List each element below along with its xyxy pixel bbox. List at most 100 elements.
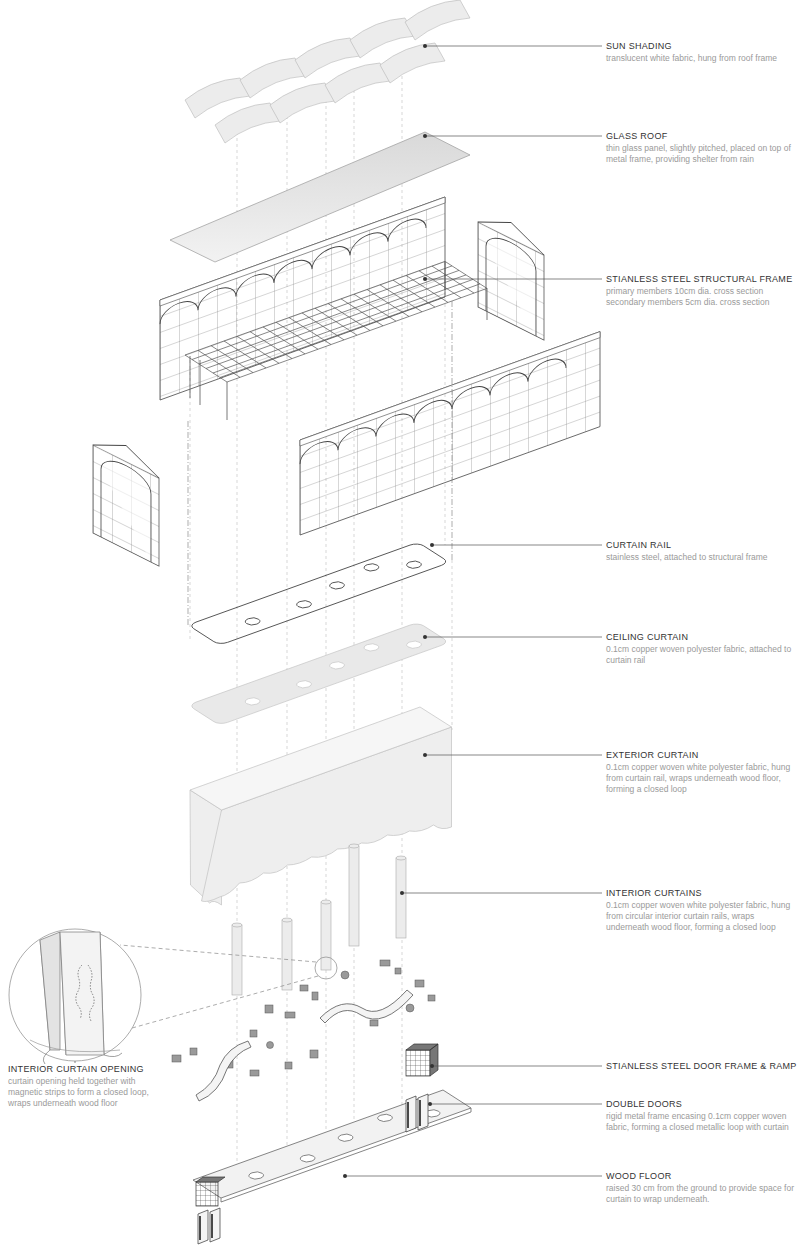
detail-callout [9, 929, 337, 1061]
end-wall [93, 429, 159, 566]
door-frame [196, 1177, 225, 1182]
part-note: raised 30 cm from the ground to provide … [606, 1183, 796, 1205]
leader-line [345, 46, 602, 1176]
furniture [265, 1005, 273, 1013]
interior-curtain [396, 856, 406, 860]
curtain-rail [242, 617, 262, 627]
interior-curtain [349, 846, 359, 946]
furniture [285, 1012, 295, 1018]
leader-dot [423, 635, 427, 639]
leader-dot [423, 44, 427, 48]
wall-grid [160, 197, 445, 306]
curtain-detail [30, 1040, 120, 1052]
wall-grid [300, 332, 600, 535]
end-wall [478, 206, 544, 340]
part-note: 0.1cm copper woven white polyester fabri… [606, 900, 796, 933]
end-wall [93, 429, 159, 566]
wall-grid [160, 214, 426, 324]
door-frame [406, 1044, 438, 1076]
part-name: STIANLESS STEEL DOOR FRAME & RAMP [606, 1061, 796, 1072]
part-name: EXTERIOR CURTAIN [606, 750, 796, 761]
sun-shading [215, 103, 280, 143]
detail-callout [9, 929, 141, 1061]
part-note: rigid metal frame encasing 0.1cm copper … [606, 1111, 796, 1133]
furniture [370, 1020, 378, 1026]
sun-shading [270, 83, 335, 123]
wood-floor [246, 1171, 266, 1181]
interior-curtain [321, 900, 331, 904]
detail-callout [315, 957, 337, 979]
sun-shading [380, 43, 445, 83]
part-note: 0.1cm copper woven white polyester fabri… [606, 762, 796, 795]
detail-callout [120, 945, 318, 1030]
furniture [250, 1070, 259, 1076]
furniture [406, 1004, 414, 1012]
furniture [285, 1062, 292, 1069]
bench [320, 990, 413, 1023]
curtain-detail [76, 965, 94, 1021]
curtain-detail [30, 932, 122, 1064]
door-frame [406, 1050, 430, 1076]
exterior-curtain [190, 707, 452, 810]
part-note: translucent white fabric, hung from roof… [606, 53, 796, 64]
double-doors [406, 1094, 428, 1132]
wall-grid [160, 197, 445, 400]
wood-floor [335, 1133, 355, 1143]
frame-post [190, 262, 487, 420]
wood-floor [297, 1154, 317, 1164]
curtain-rail [404, 560, 424, 570]
sun-shading [325, 63, 390, 103]
furniture [190, 1048, 197, 1055]
ceiling-curtain [294, 679, 314, 689]
furniture [172, 960, 435, 1076]
sun-shading [405, 0, 470, 40]
furniture [415, 980, 424, 987]
curtain-detail [60, 932, 104, 1055]
leader-dot [400, 891, 404, 895]
leader-line [75, 46, 602, 1176]
structural-frame [185, 261, 487, 382]
wall-grid [160, 197, 445, 400]
end-wall [478, 206, 544, 340]
part-name: CURTAIN RAIL [606, 540, 796, 551]
structural-frame [185, 261, 487, 382]
double-doors [198, 1208, 220, 1244]
furniture [267, 1042, 274, 1049]
furniture [341, 971, 349, 979]
part-note: thin glass panel, slightly pitched, plac… [606, 143, 796, 165]
wall-grid [300, 332, 600, 446]
double-doors [198, 1094, 428, 1244]
furniture [310, 1050, 318, 1058]
ceiling-curtain [404, 640, 424, 650]
furniture [428, 995, 435, 1001]
leader-dot [428, 1102, 432, 1106]
curtain-detail [40, 932, 104, 1055]
double-doors [200, 1214, 212, 1240]
part-note: 0.1cm copper woven polyester fabric, att… [606, 644, 796, 666]
door-frame [196, 1044, 438, 1206]
wall-grid [300, 332, 600, 535]
furniture [395, 968, 401, 974]
ceiling-curtain [327, 661, 347, 671]
furniture [380, 960, 390, 966]
furniture [300, 985, 308, 991]
leader-dot [423, 753, 427, 757]
ceiling-curtain [188, 622, 450, 725]
interior-curtain [321, 902, 331, 970]
part-note: curtain opening held together with magne… [8, 1076, 158, 1109]
rail-hanger [188, 300, 452, 625]
furniture [312, 992, 318, 1000]
part-note: stainless steel, attached to structural … [606, 552, 796, 563]
wood-floor [193, 1090, 471, 1198]
leader-dot [343, 1174, 347, 1178]
curtain-rail [294, 599, 314, 609]
leader-dot [430, 1064, 434, 1068]
leader-dot [343, 44, 434, 1178]
part-name: WOOD FLOOR [606, 1171, 796, 1182]
exterior-curtain [190, 707, 452, 905]
interior-curtain [396, 858, 406, 938]
leader-dot [423, 277, 427, 281]
interior-curtain [232, 923, 242, 927]
structural-frame [185, 261, 487, 382]
